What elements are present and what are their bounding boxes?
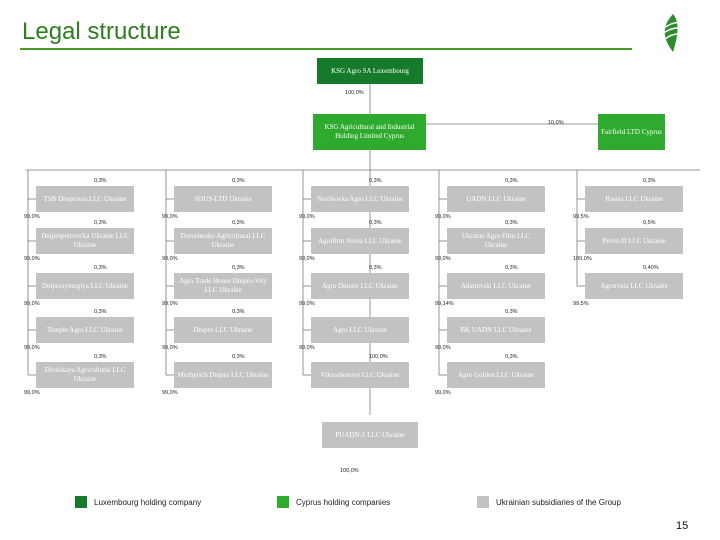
ownership-percentage: 99,0% (162, 390, 178, 396)
ownership-percentage: 99,0% (24, 345, 40, 351)
ownership-percentage: 0,3% (232, 309, 245, 315)
ownership-percentage: 10,0% (548, 120, 564, 126)
ownership-percentage: 99,0% (24, 256, 40, 262)
ownership-percentage: 99,0% (435, 214, 451, 220)
ownership-percentage: 0,3% (232, 354, 245, 360)
subsidiary-box: SOUS-LTD Ukraine (174, 186, 272, 212)
ownership-percentage: 99,0% (435, 345, 451, 351)
subsidiary-box: Agrofirm Vesna LLC Ukraine (311, 228, 409, 254)
subsidiary-box: Mezhyrich Dnipro LLC Ukraine (174, 362, 272, 388)
subsidiary-box: Agrorosla LLC Ukraine (585, 273, 683, 299)
ownership-percentage: 100,0% (340, 468, 359, 474)
ownership-percentage: 0,3% (369, 220, 382, 226)
subsidiary-box: TSB Dnepravia LLC Ukraine (36, 186, 134, 212)
legend-label: Ukrainian subsidiaries of the Group (496, 497, 621, 507)
ownership-percentage: 99,0% (299, 214, 315, 220)
legend-swatch-luxembourg (75, 496, 87, 508)
ownership-percentage: 0,3% (94, 354, 107, 360)
subsidiary-box: Ukraine Agro Film LLC Ukraine (447, 228, 545, 254)
ownership-percentage: 99,0% (24, 390, 40, 396)
subsidiary-box: Agro LLC Ukraine (311, 317, 409, 343)
ownership-percentage: 0,3% (94, 309, 107, 315)
ownership-percentage: 99,14% (435, 301, 454, 307)
subsidiary-box-bottom: PUADN-1 LLC Ukraine (322, 422, 418, 448)
subsidiary-box: Agro Trade House Dnipro-Vity LLC Ukraine (174, 273, 272, 299)
ownership-percentage: 0,3% (505, 354, 518, 360)
subsidiary-box: Dnipropetrovs'ka Ukraine LLC Ukraine (36, 228, 134, 254)
ownership-percentage: 100,0% (369, 354, 388, 360)
subsidiary-box: Pervit-D LLC Ukraine (585, 228, 683, 254)
legend-swatch-ukraine (477, 496, 489, 508)
ownership-percentage: 99,0% (299, 301, 315, 307)
green-leaf-logo-icon (659, 14, 689, 52)
ownership-percentage: 0,3% (505, 309, 518, 315)
legend-swatch-cyprus (277, 496, 289, 508)
ownership-percentage: 0,3% (232, 265, 245, 271)
ownership-percentage: 0,3% (505, 265, 518, 271)
subsidiary-box: Dniprosynergiya LLC Ukraine (36, 273, 134, 299)
ownership-percentage: 100,0% (345, 90, 364, 96)
title-divider (20, 48, 632, 50)
ownership-percentage: 0,3% (94, 265, 107, 271)
ownership-percentage: 0,3% (94, 220, 107, 226)
ownership-percentage: 0,5% (643, 220, 656, 226)
subsidiary-box: Doroshenko Agricultural LLC Ukraine (174, 228, 272, 254)
ownership-percentage: 99,0% (24, 301, 40, 307)
subsidiary-box: BK UADN LLC Ukraine (447, 317, 545, 343)
legend-label: Cyprus holding companies (296, 497, 391, 507)
ownership-percentage: 0,3% (369, 265, 382, 271)
legend-label: Luxembourg holding company (94, 497, 202, 507)
ownership-percentage: 0,3% (94, 178, 107, 184)
ownership-percentage: 0,3% (369, 178, 382, 184)
subsidiary-box: Adamivski LLC Ukraine (447, 273, 545, 299)
ownership-percentage: 99,0% (299, 256, 315, 262)
subsidiary-box: Novikovka Agro LLC Ukraine (311, 186, 409, 212)
ownership-percentage: 0,3% (505, 178, 518, 184)
subsidiary-box: Vikroshenovo LLC Ukraine (311, 362, 409, 388)
ownership-percentage: 99,0% (162, 345, 178, 351)
ownership-percentage: 99,0% (162, 214, 178, 220)
ownership-percentage: 0,40% (643, 265, 659, 271)
ownership-percentage: 99,0% (299, 345, 315, 351)
ownership-percentage: 0,3% (643, 178, 656, 184)
ownership-percentage: 0,3% (232, 220, 245, 226)
subsidiary-box: Divitskaya Agricultural LLC Ukraine (36, 362, 134, 388)
subsidiary-box: Dnipro LLC Ukraine (174, 317, 272, 343)
ownership-percentage: 99,0% (24, 214, 40, 220)
cyprus-main-holding-box: KSG Agricultural and Industrial Holding … (313, 114, 426, 150)
ownership-percentage: 99,5% (573, 301, 589, 307)
subsidiary-box: Agro Dnister LLC Ukraine (311, 273, 409, 299)
subsidiary-box: Agro Golden LLC Ukraine (447, 362, 545, 388)
ownership-percentage: 99,0% (162, 256, 178, 262)
page-title: Legal structure (22, 18, 181, 45)
cyprus-second-holding-box: Fairfield LTD Cyprus (598, 114, 665, 150)
subsidiary-box: Temple Agro LLC Ukraine (36, 317, 134, 343)
ownership-percentage: 99,0% (162, 301, 178, 307)
ownership-percentage: 99,5% (573, 214, 589, 220)
page-number: 15 (676, 520, 689, 532)
ownership-percentage: 0,3% (232, 178, 245, 184)
subsidiary-box: Rassia LLC Ukraine (585, 186, 683, 212)
legend-item-ukraine: Ukrainian subsidiaries of the Group (477, 496, 621, 508)
ownership-percentage: 100,0% (573, 256, 592, 262)
legend-item-luxembourg: Luxembourg holding company (75, 496, 201, 508)
ownership-percentage: 99,0% (435, 390, 451, 396)
luxembourg-holding-box: KSG Agro SA Luxembourg (317, 58, 423, 84)
subsidiary-box: UADN LLC Ukraine (447, 186, 545, 212)
legend-item-cyprus: Cyprus holding companies (277, 496, 390, 508)
ownership-percentage: 99,0% (435, 256, 451, 262)
ownership-percentage: 0,3% (505, 220, 518, 226)
